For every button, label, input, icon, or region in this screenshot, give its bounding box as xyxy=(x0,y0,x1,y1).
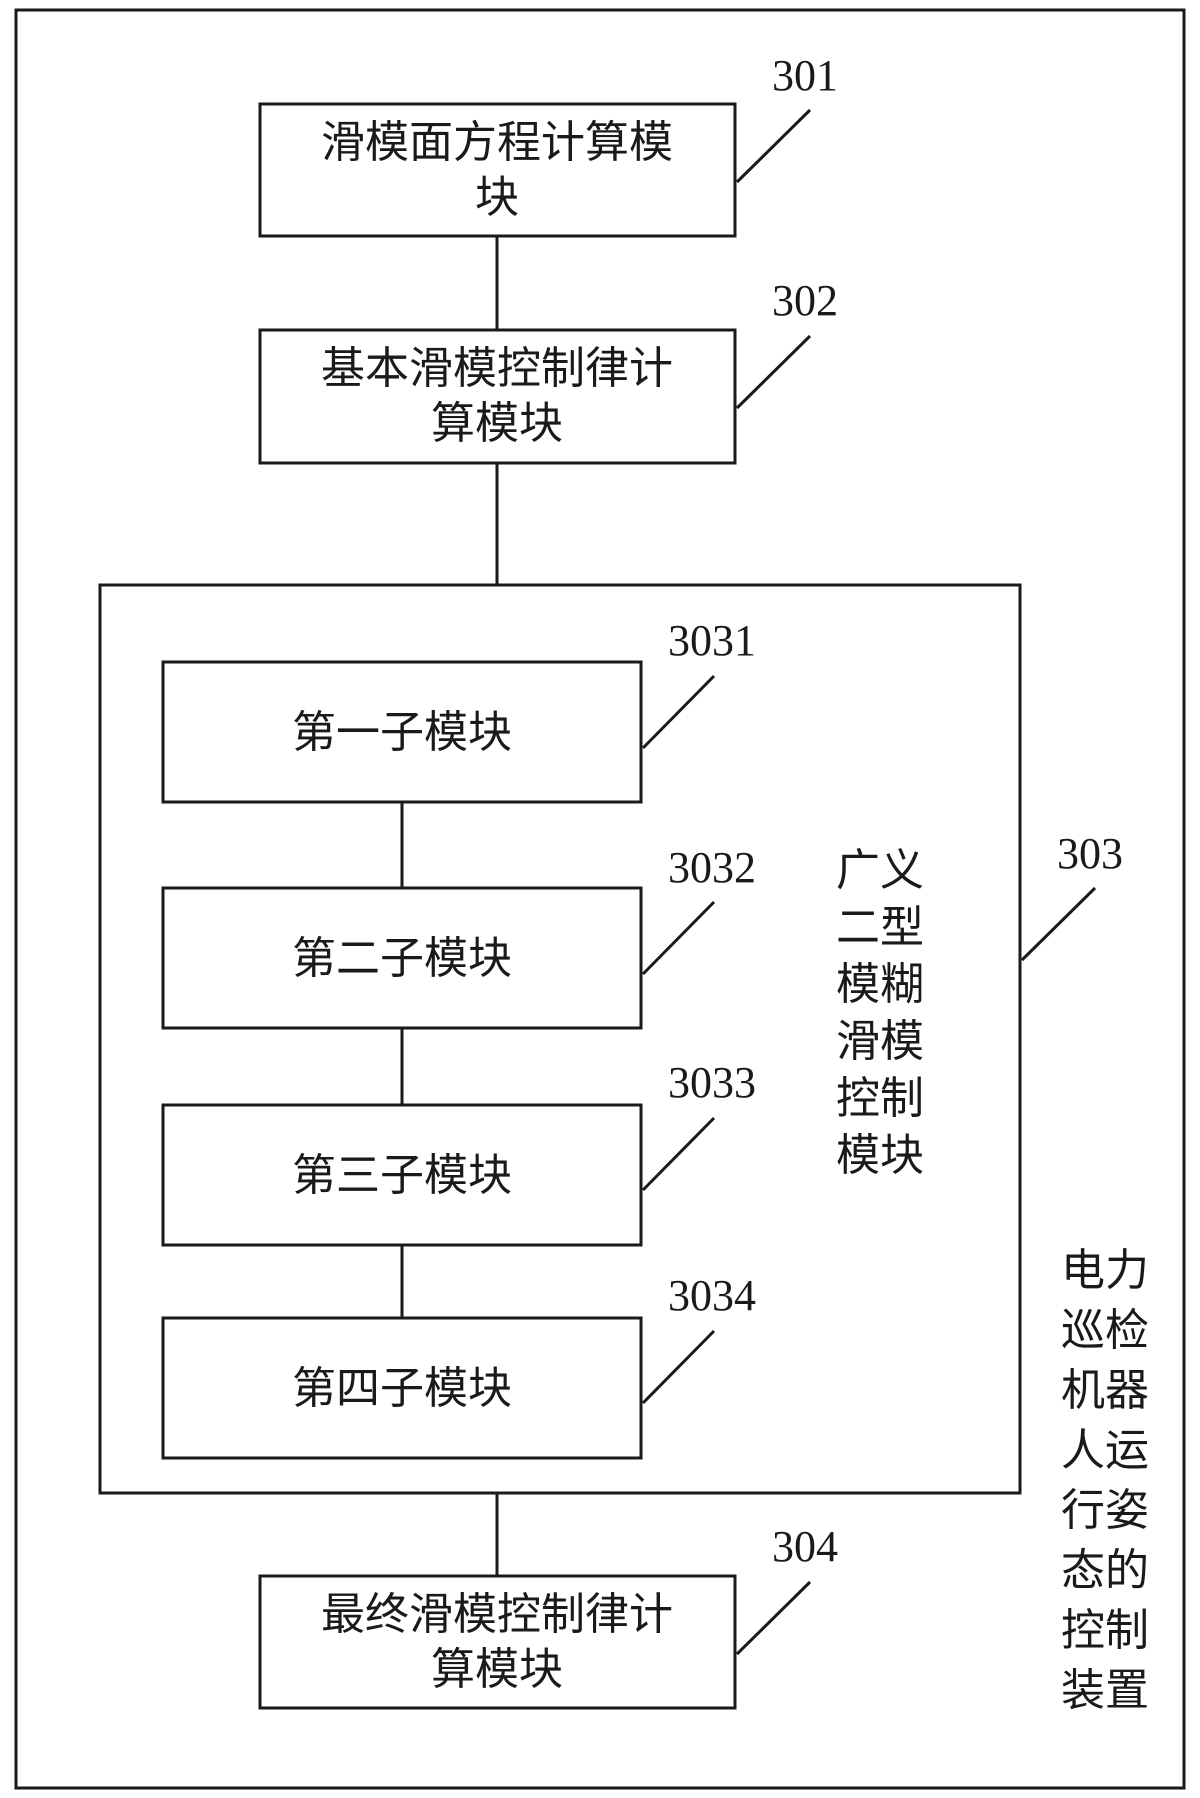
device-outer-frame xyxy=(14,8,1186,1790)
submodule-3031-leader-line xyxy=(641,674,716,750)
submodule-3034-leader-line xyxy=(641,1329,716,1405)
module-304-leader-line xyxy=(735,1580,812,1656)
module-303-title-line: 广义 xyxy=(836,845,924,896)
module-304: 最终滑模控制律计 算模块 304 xyxy=(258,1522,838,1710)
module-302-ref-number: 302 xyxy=(772,276,838,325)
module-301-label-line2: 块 xyxy=(475,172,519,223)
submodule-3033-leader-line xyxy=(641,1116,716,1192)
module-303-title-line: 滑模 xyxy=(836,1016,924,1067)
module-302-leader-line xyxy=(735,334,812,410)
submodule-3033-label: 第三子模块 xyxy=(292,1150,512,1201)
module-304-box xyxy=(258,1574,737,1710)
module-304-label-line1: 最终滑模控制律计 xyxy=(321,1589,673,1640)
submodule-3034: 第四子模块 3034 xyxy=(161,1271,756,1460)
submodule-3031-label: 第一子模块 xyxy=(292,707,512,758)
module-304-label-line2: 算模块 xyxy=(431,1644,563,1695)
device-title-line: 人运 xyxy=(1061,1425,1149,1476)
submodule-3031-ref-number: 3031 xyxy=(668,616,756,665)
submodule-3032-label: 第二子模块 xyxy=(292,933,512,984)
module-302-label-line1: 基本滑模控制律计 xyxy=(321,343,673,394)
submodule-3031: 第一子模块 3031 xyxy=(161,616,756,804)
submodule-3032-ref-number: 3032 xyxy=(668,843,756,892)
module-303-title-line: 控制 xyxy=(836,1073,924,1124)
module-303-leader-line xyxy=(1020,886,1097,962)
device-title-line: 巡检 xyxy=(1061,1305,1149,1356)
module-303-ref-number: 303 xyxy=(1057,829,1123,878)
device-title-line: 态的 xyxy=(1061,1545,1149,1596)
device-title-line: 装置 xyxy=(1061,1665,1149,1716)
module-302-label-line2: 算模块 xyxy=(431,398,563,449)
submodule-3032: 第二子模块 3032 xyxy=(161,843,756,1030)
device-title-line: 机器 xyxy=(1061,1365,1149,1416)
device-title-line: 电力 xyxy=(1061,1245,1149,1296)
module-303-title-line: 模糊 xyxy=(836,959,924,1010)
module-301: 滑模面方程计算模 块 301 xyxy=(258,51,838,238)
module-303-title-line: 二型 xyxy=(836,902,924,953)
submodule-3034-ref-number: 3034 xyxy=(668,1271,756,1320)
module-303-title-line: 模块 xyxy=(836,1130,924,1181)
module-302: 基本滑模控制律计 算模块 302 xyxy=(258,276,838,465)
module-303-box xyxy=(98,583,1022,1495)
device-title-line: 行姿 xyxy=(1061,1485,1149,1536)
module-301-ref-number: 301 xyxy=(772,51,838,100)
module-304-ref-number: 304 xyxy=(772,1522,838,1571)
module-301-leader-line xyxy=(735,108,812,184)
module-301-label-line1: 滑模面方程计算模 xyxy=(321,117,673,168)
submodule-3034-box xyxy=(161,1316,643,1460)
module-303: 广义 二型 模糊 滑模 控制 模块 303 第一子模块 3031 第二子模块 3… xyxy=(98,583,1123,1495)
submodule-3033-ref-number: 3033 xyxy=(668,1058,756,1107)
device-title-line: 控制 xyxy=(1061,1605,1149,1656)
submodule-3033: 第三子模块 3033 xyxy=(161,1058,756,1247)
module-303-title: 广义 二型 模糊 滑模 控制 模块 xyxy=(836,845,924,1181)
device-title: 电力 巡检 机器 人运 行姿 态的 控制 装置 xyxy=(1061,1245,1149,1716)
submodule-3034-label: 第四子模块 xyxy=(292,1363,512,1414)
submodule-3032-leader-line xyxy=(641,900,716,976)
